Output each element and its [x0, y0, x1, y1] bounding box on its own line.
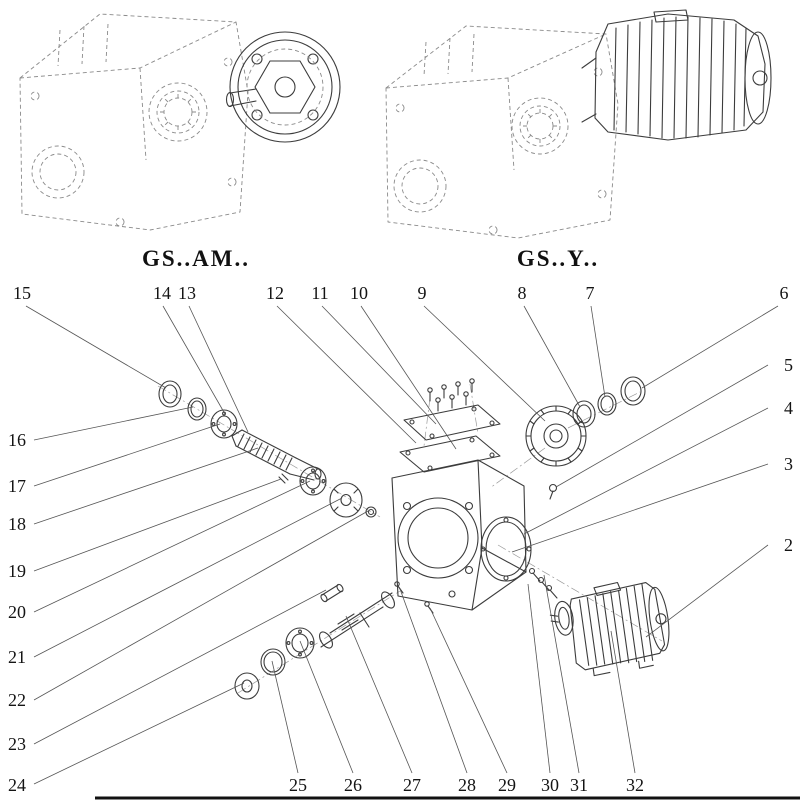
part-number-23: 23 — [8, 734, 26, 754]
part-number-14: 14 — [153, 283, 171, 303]
leader-line-31 — [543, 574, 580, 774]
part-number-29: 29 — [498, 775, 516, 795]
leader-line-6 — [641, 305, 779, 389]
part-number-22: 22 — [8, 690, 26, 710]
leader-line-32 — [610, 630, 636, 774]
leader-line-16 — [33, 406, 194, 441]
gearbox-housing — [391, 459, 527, 611]
shaft-key — [320, 583, 344, 603]
leader-line-18 — [33, 447, 259, 525]
gs-am-housing — [19, 13, 249, 231]
part-number-7: 7 — [586, 283, 595, 303]
worm-seal-ring — [158, 380, 182, 408]
input-seal-ring — [620, 376, 646, 406]
leader-line-19 — [33, 478, 282, 572]
leader-line-23 — [33, 589, 327, 745]
leader-line-22 — [33, 510, 369, 701]
part-number-2: 2 — [784, 535, 793, 555]
input-shim-washer — [572, 400, 596, 428]
part-number-31: 31 — [570, 775, 588, 795]
leader-line-15 — [25, 305, 167, 389]
gs-y-housing — [385, 25, 619, 239]
leader-line-28 — [399, 588, 468, 774]
leader-line-29 — [429, 607, 508, 774]
variant-label-gs-y: GS..Y.. — [517, 246, 599, 271]
part-number-27: 27 — [403, 775, 421, 795]
leader-line-13 — [188, 305, 249, 433]
gs-am-flange — [225, 31, 341, 143]
part-number-26: 26 — [344, 775, 362, 795]
vent-plug — [548, 483, 558, 500]
output-bearing — [285, 627, 315, 659]
gs-am-flange-bolt-circle — [246, 48, 324, 126]
leader-line-4 — [523, 407, 769, 535]
gs-y-motor — [581, 9, 772, 141]
part-number-11: 11 — [311, 283, 328, 303]
cover-gasket — [399, 435, 501, 473]
motor-mount-screws — [528, 567, 558, 599]
leader-line-3 — [511, 463, 769, 553]
leader-line-27 — [345, 615, 413, 774]
leader-line-10 — [360, 305, 457, 450]
part-number-19: 19 — [8, 561, 26, 581]
part-number-13: 13 — [178, 283, 196, 303]
part-number-16: 16 — [8, 430, 26, 450]
part-number-15: 15 — [13, 283, 31, 303]
worm-shaft — [231, 429, 322, 481]
leader-line-17 — [33, 423, 221, 487]
leader-line-9 — [423, 305, 546, 422]
worm-bearing-front — [210, 409, 238, 439]
part-number-32: 32 — [626, 775, 644, 795]
worm-key-pin — [278, 473, 289, 484]
leader-line-7 — [590, 305, 606, 398]
part-number-24: 24 — [8, 775, 26, 795]
leader-line-14 — [162, 305, 226, 415]
part-number-9: 9 — [418, 283, 427, 303]
worm-bearing-rear — [299, 466, 327, 496]
variant-label-gs-am: GS..AM.. — [142, 246, 250, 271]
part-number-8: 8 — [518, 283, 527, 303]
o-ring — [365, 506, 377, 518]
output-seal-washer — [234, 672, 260, 700]
housing-cover — [403, 404, 501, 441]
gs-y-drawing — [385, 9, 772, 239]
leader-line-21 — [33, 497, 343, 658]
part-number-3: 3 — [784, 454, 793, 474]
part-number-10: 10 — [350, 283, 368, 303]
leader-line-24 — [33, 682, 245, 785]
part-number-6: 6 — [780, 283, 789, 303]
flange-gasket — [480, 516, 532, 582]
leader-line-8 — [523, 305, 581, 408]
part-number-18: 18 — [8, 514, 26, 534]
part-number-4: 4 — [784, 398, 793, 418]
part-number-17: 17 — [8, 476, 26, 496]
leader-line-20 — [33, 480, 311, 613]
leader-line-12 — [276, 305, 417, 444]
part-number-20: 20 — [8, 602, 26, 622]
part-number-5: 5 — [784, 355, 793, 375]
input-retaining-ring — [597, 392, 617, 416]
output-shaft — [318, 591, 396, 649]
cover-screws — [427, 378, 475, 412]
thrust-washer-disc — [329, 482, 363, 518]
part-number-30: 30 — [541, 775, 559, 795]
part-number-21: 21 — [8, 647, 26, 667]
output-retaining-ring — [260, 648, 286, 676]
leader-line-5 — [555, 364, 769, 488]
motor — [549, 581, 670, 677]
part-number-12: 12 — [266, 283, 284, 303]
leader-line-11 — [321, 305, 437, 425]
helical-gear — [525, 405, 587, 467]
leader-line-26 — [299, 640, 354, 774]
part-number-28: 28 — [458, 775, 476, 795]
part-number-25: 25 — [289, 775, 307, 795]
leader-line-30 — [527, 583, 551, 774]
worm-retaining-ring — [187, 397, 207, 421]
leader-line-25 — [271, 660, 299, 774]
leader-line-2 — [645, 544, 769, 638]
